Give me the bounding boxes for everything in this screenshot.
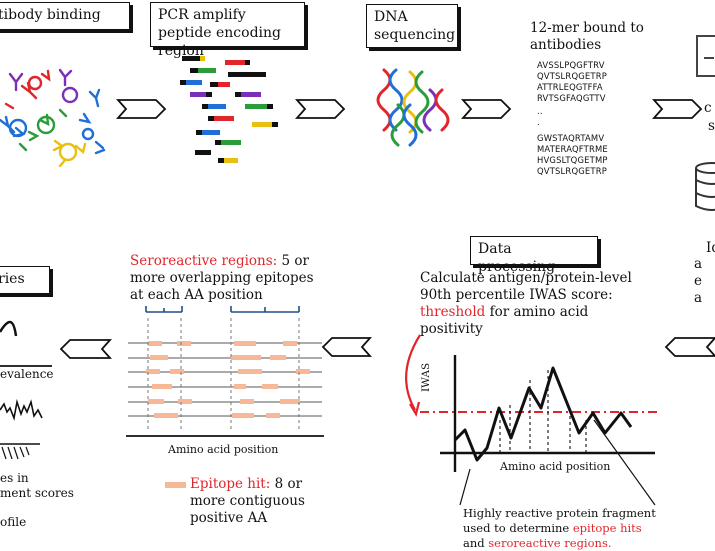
sequence-dots: . [537,116,540,127]
right-fragment-s-text: s [708,118,715,134]
document-icon [696,35,715,77]
sequence-item: QVTSLRQGETRP [537,70,607,81]
fragment-note-line-2: used to determine [463,521,570,535]
calc-line-2: 90th percentile IWAS score: [420,287,613,303]
fragment-note-and: and [463,536,485,550]
plot-x-label-text: Amino acid position [500,460,611,473]
right-fragment-s: s [708,118,715,135]
es-in-text: es in [0,471,29,485]
callout-line-left [459,468,471,506]
epitope-hit-text-3: positive AA [190,510,268,526]
seroreactive-text-1: 5 or [277,253,309,269]
sequence-item: MATERAQFTRME [537,143,608,154]
sequence-gridlines [128,342,322,417]
right-fragment-a1-text: a [694,256,703,272]
database-icon [695,162,715,211]
right-fragment-a2-text: a [694,290,703,306]
fragment-note-line-1: Highly reactive protein fragment [463,506,656,520]
reverse-chevron-arrow-icon [59,337,715,359]
epitope-hit-text-1: 8 or [270,476,303,492]
right-fragment-id: Id [706,240,715,257]
iwas-line [453,366,633,462]
right-fragment-a1: a [694,256,702,273]
sequence-item: GWSTAQRTAMV [537,133,605,143]
antibody-binding-label: tibody binding [0,7,101,23]
right-fragment-c-text: c [704,100,712,116]
antibody-cluster-icon [0,68,106,168]
chevron-arrow-icon [115,99,703,119]
seroreactive-text-2: more overlapping epitopes [130,270,314,286]
pcr-fragments-icon [180,56,278,163]
epitope-bars [146,341,310,418]
mer-title-text: 12-mer bound to antibodies [530,20,644,53]
plot-y-label: IWAS [418,363,435,392]
right-fragment-e: e [694,273,702,290]
seroreactive-text-3: at each AA position [130,287,263,303]
calc-line-4: positivity [420,321,483,337]
sequence-list-top: AVSSLPQGFTRV QVTSLRQGETRP ATTRLEQGTFFA R… [537,60,607,127]
callout-line-right [593,419,656,506]
fragment-note-sero-regions: seroreactive regions. [488,536,612,550]
dna-sequencing-box: DNA sequencing [366,4,458,48]
region-dashed-lines [147,318,300,432]
sequence-item: ATTRLEQGTFFA [537,81,603,92]
calc-line-1: Calculate antigen/protein-level [420,270,632,286]
prevalence-curve-icon [0,320,52,367]
threshold-arrow [405,334,421,411]
epitope-hit-description: Epitope hit: 8 or more contiguous positi… [190,476,350,527]
iwas-plot [405,334,660,506]
sequence-item: HVGSLTQGETMP [537,154,608,165]
right-fragment-id-text: Id [706,240,715,256]
antibody-binding-box: tibody binding [0,2,130,30]
seroreactive-label: Seroreactive regions: [130,253,278,269]
plot-y-label-text: IWAS [420,362,432,392]
right-fragment-a2: a [694,290,702,307]
sequence-list-bottom: GWSTAQRTAMV MATERAQFTRME HVGSLTQGETMP QV… [537,133,608,177]
plot-x-label: Amino acid position [500,458,610,475]
fragment-note: Highly reactive protein fragment used to… [463,506,713,551]
calc-line-3: for amino acid [485,304,589,320]
fragment-note-epitope-hits: epitope hits [572,521,642,535]
enrichment-label: es in ment scores [0,471,74,501]
prevalence-label: evalence [0,366,54,383]
data-processing-label: Data processing [478,241,556,275]
pcr-amplify-label: PCR amplify peptide encoding region [158,7,281,59]
prevalence-text: evalence [0,367,54,381]
ofile-text: ofile [0,515,27,529]
data-processing-box: Data processing [470,236,598,275]
sequence-item: RVTSGFAQGTTV [537,92,606,103]
left-partial-label: ries [0,271,25,287]
pcr-amplify-box: PCR amplify peptide encoding region [150,2,305,59]
threshold-label: threshold [420,304,486,320]
dna-helix-icon [376,68,450,147]
right-fragment-e-text: e [694,273,702,289]
profile-label: ofile [0,514,26,531]
ment-scores-text: ment scores [0,486,74,500]
seroreactive-description: Seroreactive regions: 5 or more overlapp… [130,253,345,304]
dna-sequencing-label: DNA sequencing [374,9,456,43]
sequence-item: QVTSLRQGETRP [537,165,607,176]
sequence-item: AVSSLPQGFTRV [537,60,605,70]
epitope-hit-text-2: more contiguous [190,493,305,509]
epitope-hit-label: Epitope hit: [190,476,271,492]
epitope-hit-legend-bar [165,482,186,488]
left-partial-box: ries [0,266,50,294]
middle-axis-label-text: Amino acid position [168,443,279,456]
right-fragment-c: c [704,100,712,117]
fragment-dashed-lines [499,370,587,453]
calculate-description: Calculate antigen/protein-level 90th per… [420,270,680,338]
middle-axis-label: Amino acid position [168,441,278,458]
threshold-arrowhead-icon [409,401,421,417]
sequence-dots: .. [537,105,543,116]
mer-title: 12-mer bound to antibodies [530,20,660,54]
epitope-overlap-panel [126,306,324,488]
enrichment-profile-icon [0,398,43,460]
